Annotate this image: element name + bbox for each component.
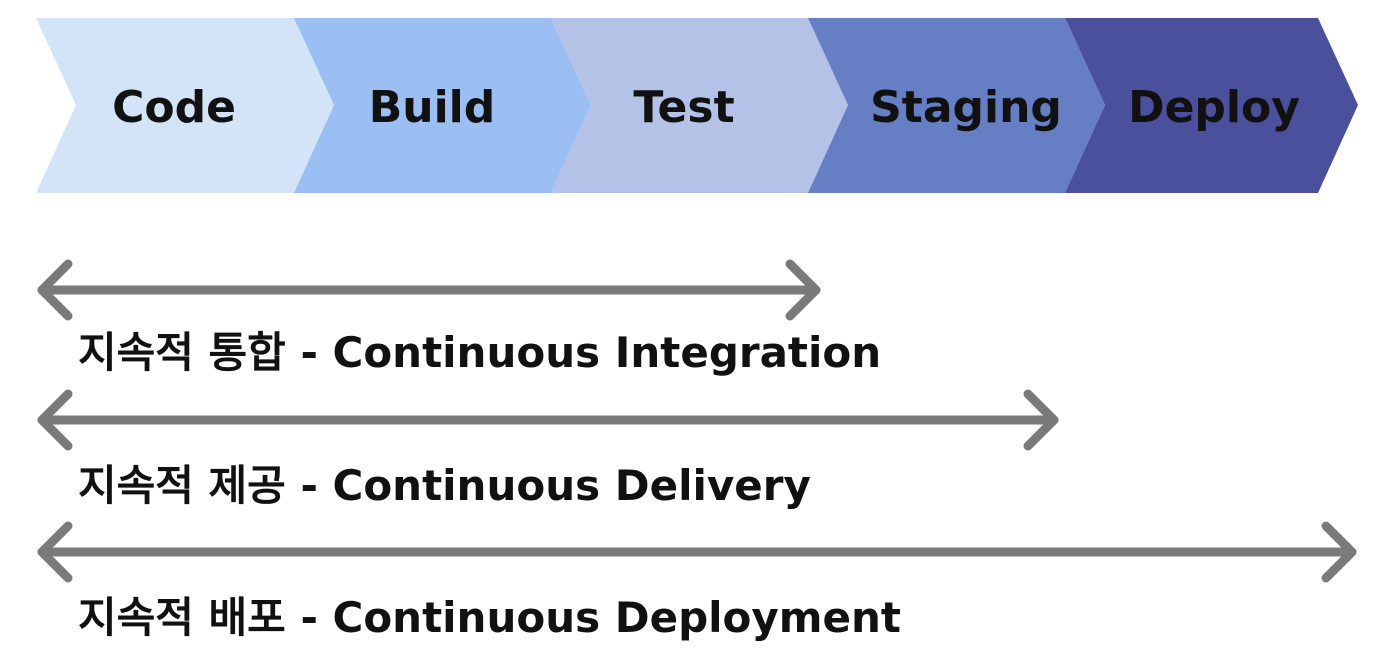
range-delivery: 지속적 제공 - Continuous Delivery [37, 389, 1059, 510]
stage-staging-label: Staging [870, 82, 1062, 133]
integration-label: 지속적 통합 - Continuous Integration [78, 328, 881, 377]
deployment-double-arrow [37, 521, 1357, 583]
stage-build-chevron [294, 18, 591, 193]
integration-double-arrow [37, 259, 821, 321]
stage-test-label: Test [633, 82, 734, 133]
deployment-label: 지속적 배포 - Continuous Deployment [78, 593, 901, 642]
stage-deploy-label: Deploy [1128, 82, 1300, 133]
stage-staging-chevron [808, 18, 1105, 193]
delivery-double-arrow [37, 389, 1059, 451]
range-deployment: 지속적 배포 - Continuous Deployment [37, 521, 1357, 642]
stage-build-label: Build [369, 82, 496, 133]
delivery-label: 지속적 제공 - Continuous Delivery [78, 461, 811, 510]
stage-code-chevron [36, 18, 334, 193]
pipeline: Code Build Test Staging Deploy [36, 18, 1358, 193]
stage-code-label: Code [112, 82, 236, 133]
stage-deploy-chevron [1065, 18, 1358, 193]
range-integration: 지속적 통합 - Continuous Integration [37, 259, 881, 377]
stage-test-chevron [551, 18, 848, 193]
